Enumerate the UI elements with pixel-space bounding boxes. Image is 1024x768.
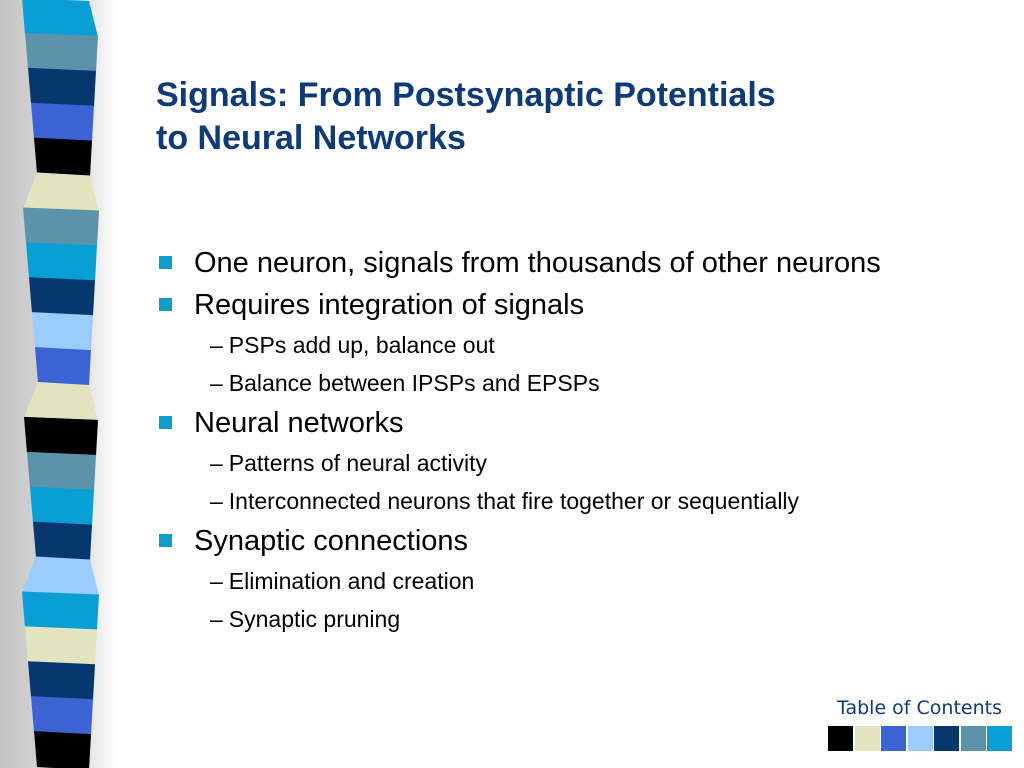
dash-bullet: – <box>210 568 223 594</box>
bullet-text: Synaptic connections <box>194 525 469 557</box>
strip-segment <box>23 172 99 212</box>
dash-bullet: – <box>210 332 223 358</box>
strip-segment <box>30 486 94 526</box>
bullet-item: Neural networks <box>156 402 1016 444</box>
table-of-contents-link[interactable]: Table of Contents <box>837 697 1002 719</box>
slide-title: Signals: From Postsynaptic Potentials to… <box>156 74 996 160</box>
slide-title-line-1: Signals: From Postsynaptic Potentials <box>156 76 776 114</box>
strip-segment <box>22 556 99 596</box>
sub-bullet-text: Balance between IPSPs and EPSPs <box>228 370 600 396</box>
strip-segment <box>28 661 95 701</box>
strip-segment <box>24 382 98 421</box>
strip-segment <box>23 207 99 247</box>
strip-segment <box>34 731 91 768</box>
color-swatch <box>987 726 1012 751</box>
dash-bullet: – <box>210 370 223 396</box>
bullet-item: Requires integration of signals <box>156 284 1016 326</box>
color-swatch <box>934 726 959 751</box>
decorative-color-strip <box>22 0 99 768</box>
strip-segment <box>22 591 99 631</box>
sub-bullet-item: –Balance between IPSPs and EPSPs <box>156 364 1016 402</box>
color-swatch <box>854 726 880 751</box>
color-swatch-bar <box>828 726 1014 751</box>
strip-segment <box>32 312 93 352</box>
strip-segment <box>33 521 92 561</box>
square-bullet-icon <box>159 256 172 269</box>
sub-bullet-text: PSPs add up, balance out <box>228 332 495 358</box>
color-swatch <box>828 726 853 751</box>
sub-bullet-item: –Elimination and creation <box>156 562 1016 600</box>
slide-title-line-2: to Neural Networks <box>156 119 466 157</box>
color-swatch <box>907 726 933 751</box>
bullet-text: Neural networks <box>194 407 404 439</box>
strip-segment <box>25 626 97 666</box>
strip-segment <box>27 451 96 491</box>
color-swatch <box>881 726 906 751</box>
strip-segment <box>25 32 98 72</box>
strip-segment <box>29 277 95 317</box>
square-bullet-icon <box>159 416 172 429</box>
sub-bullet-item: –PSPs add up, balance out <box>156 326 1016 364</box>
strip-segment <box>34 137 92 177</box>
bullet-item: Synaptic connections <box>156 520 1016 562</box>
sub-bullet-item: –Interconnected neurons that fire togeth… <box>156 482 1016 520</box>
sub-bullet-item: –Patterns of neural activity <box>156 444 1016 482</box>
sub-bullet-text: Elimination and creation <box>228 568 475 594</box>
strip-segment <box>28 67 96 107</box>
strip-segment <box>22 0 98 37</box>
strip-segment <box>35 347 91 386</box>
strip-segment <box>24 416 98 456</box>
bullet-item: One neuron, signals from thousands of ot… <box>156 242 1016 284</box>
dash-bullet: – <box>210 606 223 632</box>
bullet-text: One neuron, signals from thousands of ot… <box>194 247 881 279</box>
sub-bullet-text: Synaptic pruning <box>228 606 401 632</box>
sub-bullet-item: –Synaptic pruning <box>156 600 1016 638</box>
sub-bullet-text: Patterns of neural activity <box>228 450 488 476</box>
sub-bullet-text: Interconnected neurons that fire togethe… <box>228 488 800 514</box>
dash-bullet: – <box>210 488 223 514</box>
bullet-text: Requires integration of signals <box>194 289 585 321</box>
square-bullet-icon <box>159 534 172 547</box>
dash-bullet: – <box>210 450 223 476</box>
color-swatch <box>960 726 986 751</box>
bullet-list: One neuron, signals from thousands of ot… <box>156 242 1016 638</box>
strip-segment <box>31 102 94 142</box>
square-bullet-icon <box>159 298 172 311</box>
strip-segment <box>26 242 97 282</box>
strip-segment <box>31 696 93 736</box>
